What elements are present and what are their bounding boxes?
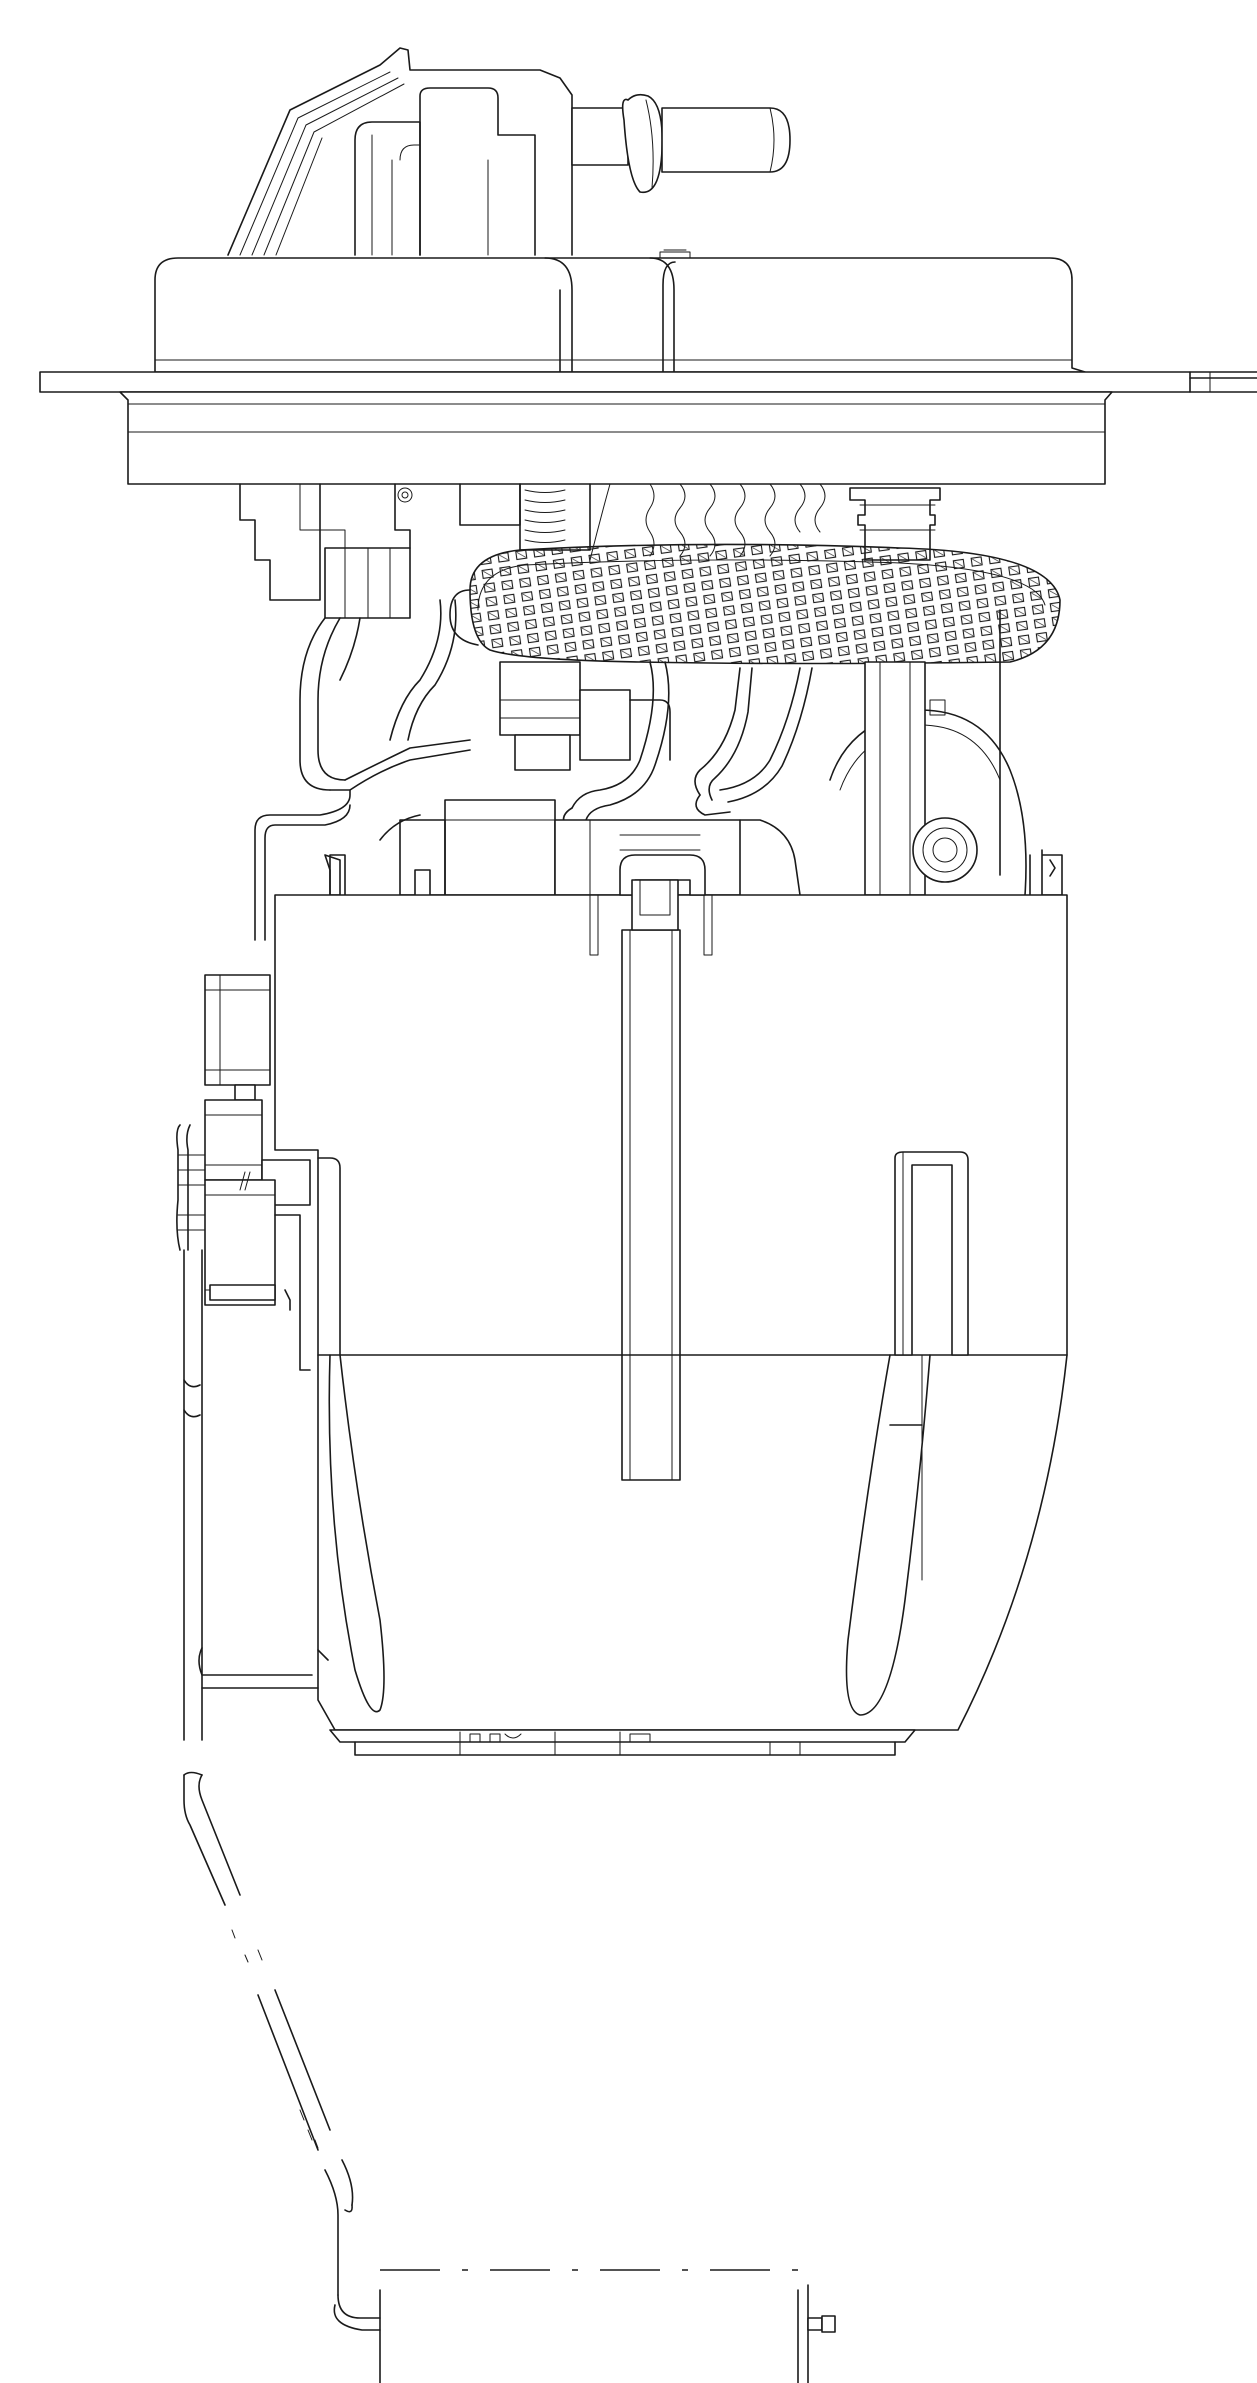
- braided-hose: [449, 543, 1061, 665]
- outlet-pipe: [571, 93, 791, 194]
- reservoir-bucket: [274, 854, 1068, 1756]
- wire-harness: [239, 483, 941, 791]
- fuel-filter-pump: [379, 2269, 836, 2383]
- float-arm: [183, 1249, 381, 2331]
- mounting-plate: [39, 371, 1257, 485]
- flange-cover: [154, 249, 1086, 373]
- side-bracket: [176, 974, 311, 1371]
- top-connector: [227, 47, 573, 256]
